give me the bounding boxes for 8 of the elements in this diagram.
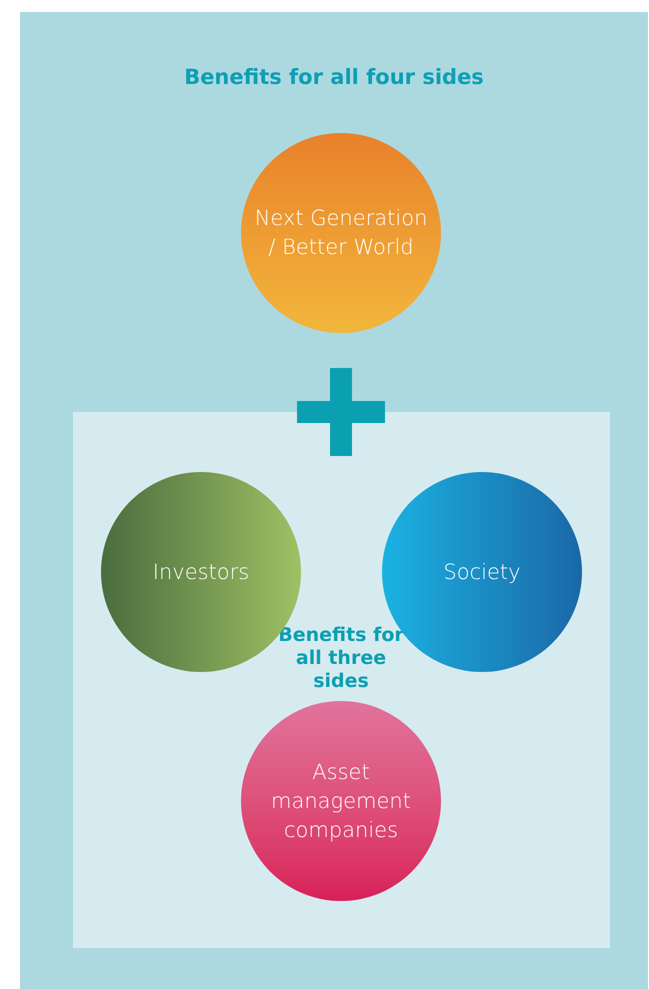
inner-panel xyxy=(73,412,610,948)
outer-panel xyxy=(20,12,648,989)
panel-heading: Benefits for all three sides xyxy=(277,624,405,693)
circle-label: Society xyxy=(442,558,522,586)
panel-heading: Benefits for all four sides xyxy=(183,64,485,91)
circle-label: Next Generation / Better World xyxy=(254,205,428,261)
circle-label: Investors xyxy=(152,558,250,586)
circle-label: Asset management companies xyxy=(270,758,412,844)
